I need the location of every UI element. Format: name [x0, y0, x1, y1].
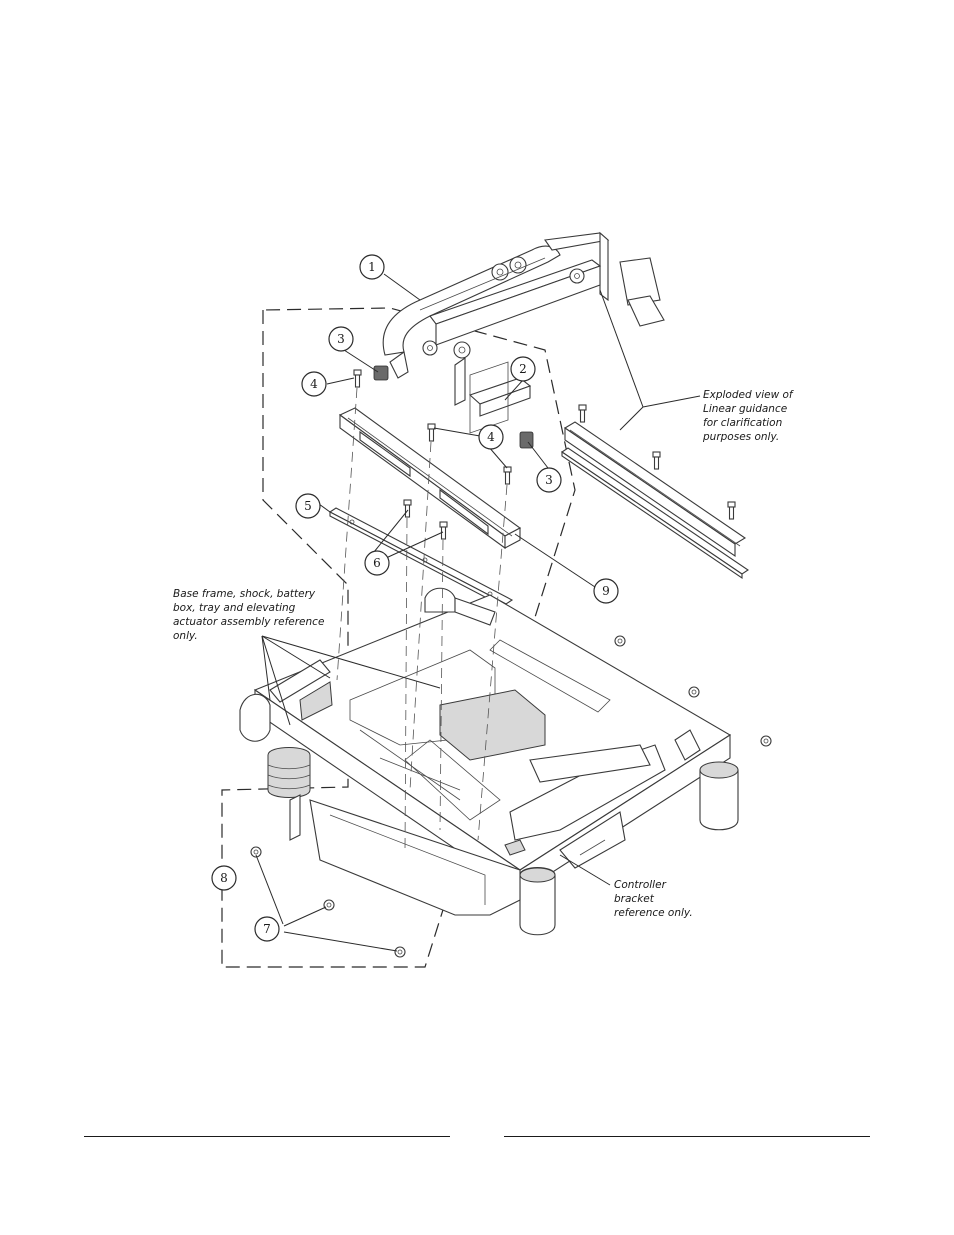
callout-9: 9 — [593, 578, 619, 604]
note-linear-guidance: Exploded view of Linear guidance for cla… — [703, 389, 793, 443]
part-4-screws — [353, 369, 512, 485]
callout-4-left-label: 4 — [310, 377, 318, 391]
part-1-seat-frame — [382, 231, 665, 406]
callout-2-label: 2 — [519, 362, 527, 376]
alignment-lines — [336, 387, 508, 851]
leader-lines — [255, 273, 701, 952]
footer-rule-left — [84, 1136, 450, 1137]
callout-3-right-label: 3 — [545, 473, 553, 487]
note-base-frame: Base frame, shock, battery box, tray and… — [173, 588, 325, 642]
callout-3-left: 3 — [328, 326, 354, 352]
callout-7-label: 7 — [263, 922, 271, 936]
callout-9-label: 9 — [602, 584, 610, 598]
callout-2: 2 — [510, 356, 536, 382]
assembly-boundary-dashed — [221, 307, 576, 968]
callout-1: 1 — [359, 254, 385, 280]
part-2-bracket — [468, 361, 532, 434]
callout-8-label: 8 — [220, 871, 228, 885]
callout-4-right: 4 — [478, 424, 504, 450]
part-3-end-cap-left — [373, 365, 389, 381]
callout-4-left: 4 — [301, 371, 327, 397]
callout-3-right: 3 — [536, 467, 562, 493]
part-9-linear-guide — [338, 407, 522, 550]
callout-4-right-label: 4 — [487, 430, 495, 444]
callout-5: 5 — [295, 493, 321, 519]
callout-7: 7 — [254, 916, 280, 942]
base-frame-assembly — [239, 587, 739, 936]
callout-8: 8 — [211, 865, 237, 891]
note-controller-bracket: Controller bracket reference only. — [614, 879, 693, 919]
callout-3-left-label: 3 — [337, 332, 345, 346]
callout-1-label: 1 — [368, 260, 376, 274]
callout-5-label: 5 — [304, 499, 312, 513]
footer-rule-right — [504, 1136, 870, 1137]
callout-6: 6 — [364, 550, 390, 576]
exploded-linear-guidance — [561, 404, 749, 580]
callout-6-label: 6 — [373, 556, 381, 570]
loose-nuts — [250, 635, 772, 958]
